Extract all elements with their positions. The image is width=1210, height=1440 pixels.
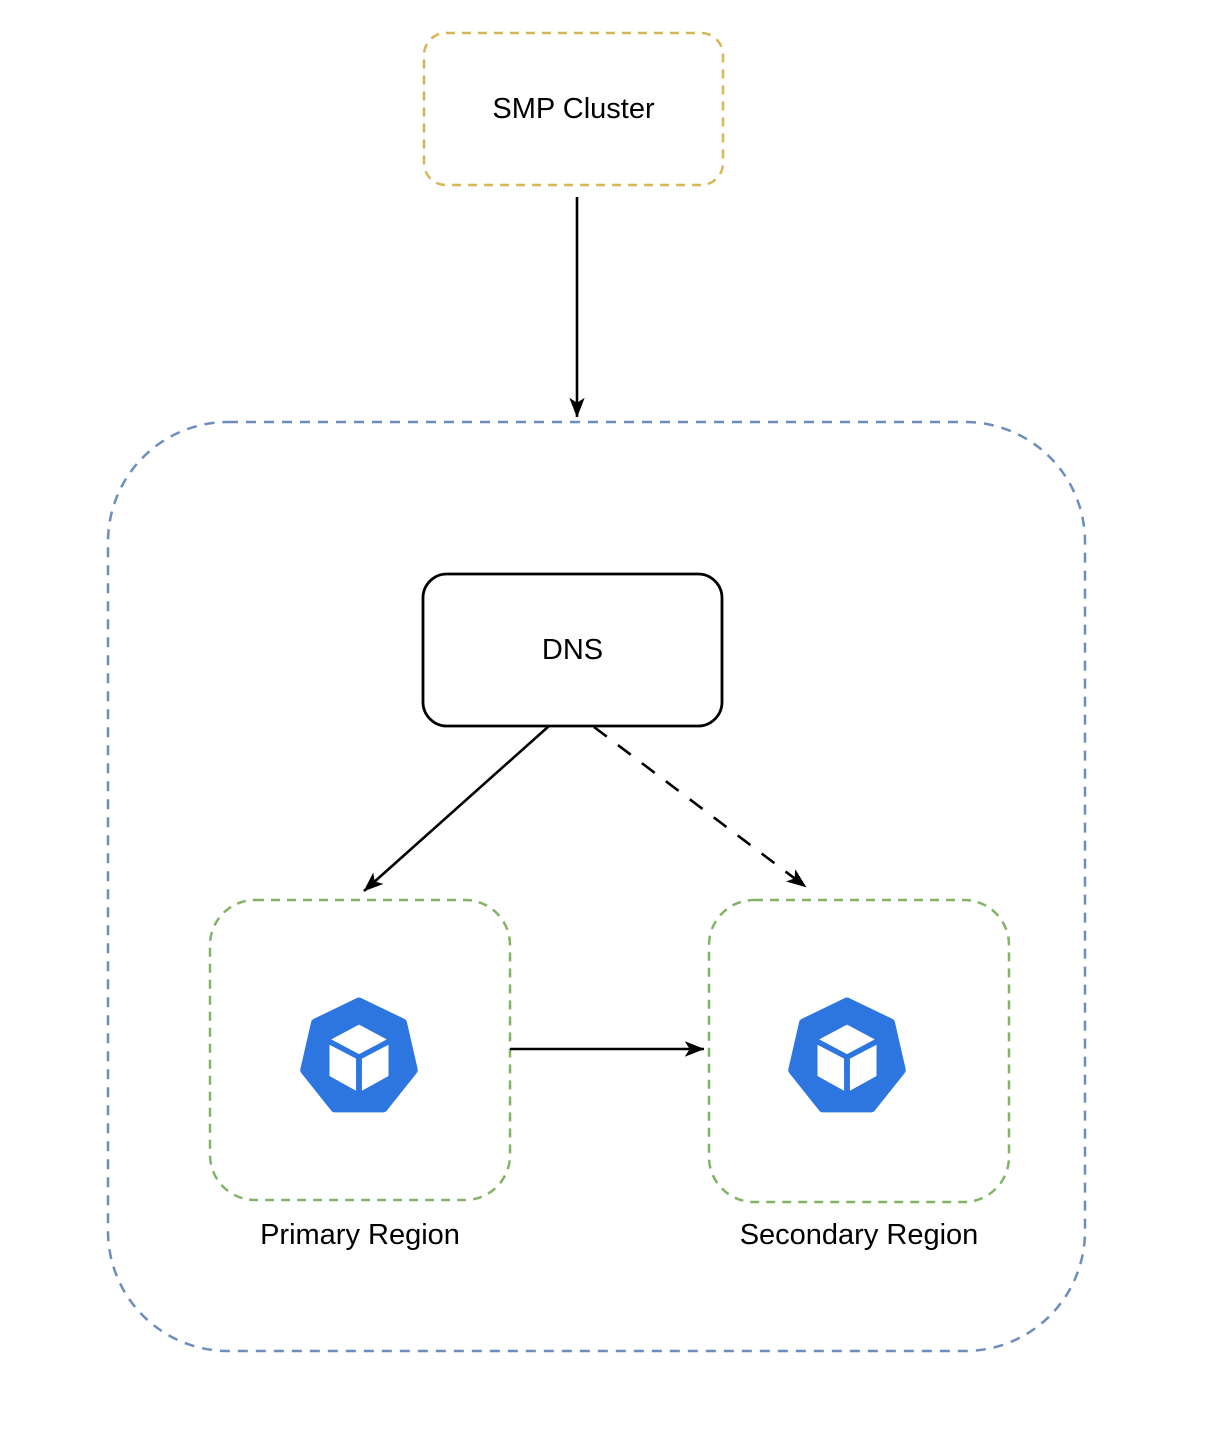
dns-box — [421, 572, 724, 728]
heptagon-cube-icon — [300, 997, 418, 1113]
edge-dns-to-primary — [363, 725, 550, 892]
secondary-region-box — [707, 898, 1011, 1204]
region-container-box — [106, 420, 1087, 1353]
edge-dns-to-secondary — [593, 725, 807, 889]
heptagon-cube-icon — [788, 997, 906, 1113]
smp-cluster-box — [422, 31, 725, 187]
